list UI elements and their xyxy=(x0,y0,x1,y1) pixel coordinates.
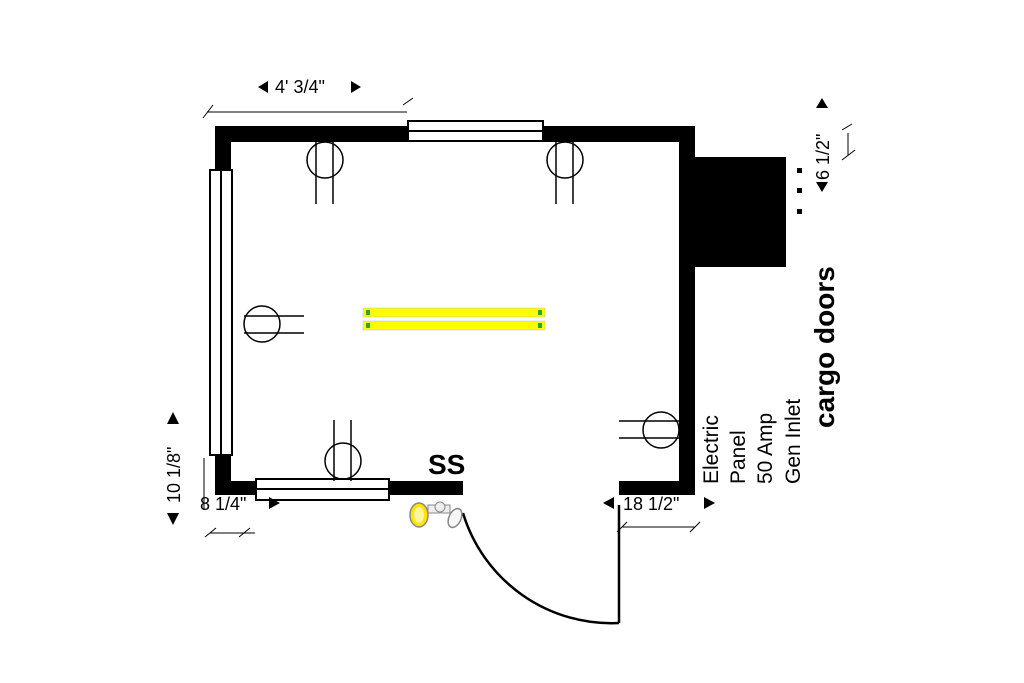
outlets xyxy=(243,141,680,481)
arrow-icon xyxy=(269,497,280,509)
outlet-symbol-icon xyxy=(243,305,304,343)
cargo-door-block xyxy=(694,157,786,267)
door xyxy=(461,505,621,625)
top-window xyxy=(407,120,544,142)
dimension-top-window xyxy=(202,97,414,119)
cargo-doors-label: cargo doors xyxy=(809,266,840,428)
dimension-right-top: 6 1/2" xyxy=(797,98,856,214)
bottom-right-wall xyxy=(619,481,695,495)
dimension-left-bottom-vertical: 10 1/8" xyxy=(164,412,205,525)
light-fixture xyxy=(362,307,546,331)
electric-panel-line-1: Electric xyxy=(700,415,723,484)
arrow-icon xyxy=(258,81,361,93)
door-swing-arc xyxy=(461,512,620,625)
electric-panel-line-4: Gen Inlet xyxy=(782,399,805,484)
arrow-icon xyxy=(816,182,828,192)
arrow-icon xyxy=(167,513,179,525)
outlet-symbol-icon xyxy=(546,141,584,204)
arrow-icon xyxy=(816,98,828,108)
light-tube xyxy=(362,320,546,331)
ss-label: SS xyxy=(428,449,465,480)
dimension-door-offset: 18 1/2" xyxy=(603,494,715,533)
outlet-symbol-icon xyxy=(619,411,680,449)
dimension-left-vertical-label: 10 1/8" xyxy=(164,447,184,503)
right-wall xyxy=(679,126,695,495)
left-window xyxy=(209,169,233,456)
light-tube xyxy=(362,307,546,318)
motion-light-icon xyxy=(409,501,463,529)
windows xyxy=(209,120,544,501)
dimension-right-top-label: 6 1/2" xyxy=(813,134,833,180)
bottom-window xyxy=(255,478,390,501)
electric-panel-line-2: Panel xyxy=(727,430,750,484)
outlet-symbol-icon xyxy=(306,141,344,204)
electric-panel-line-3: 50 Amp xyxy=(754,413,777,484)
outlet-symbol-icon xyxy=(324,420,362,481)
arrow-icon xyxy=(603,497,614,509)
arrow-icon xyxy=(167,412,179,424)
dimension-left-bottom-horizontal: 8 1/4" xyxy=(200,494,280,538)
dimension-left-horizontal-label: 8 1/4" xyxy=(200,494,246,514)
dimension-top-window-label: 4' 3/4" xyxy=(275,77,325,97)
dimension-door-offset-label: 18 1/2" xyxy=(623,494,679,514)
arrow-icon xyxy=(704,497,715,509)
electric-panel-label: Electric Panel 50 Amp Gen Inlet xyxy=(700,399,805,484)
